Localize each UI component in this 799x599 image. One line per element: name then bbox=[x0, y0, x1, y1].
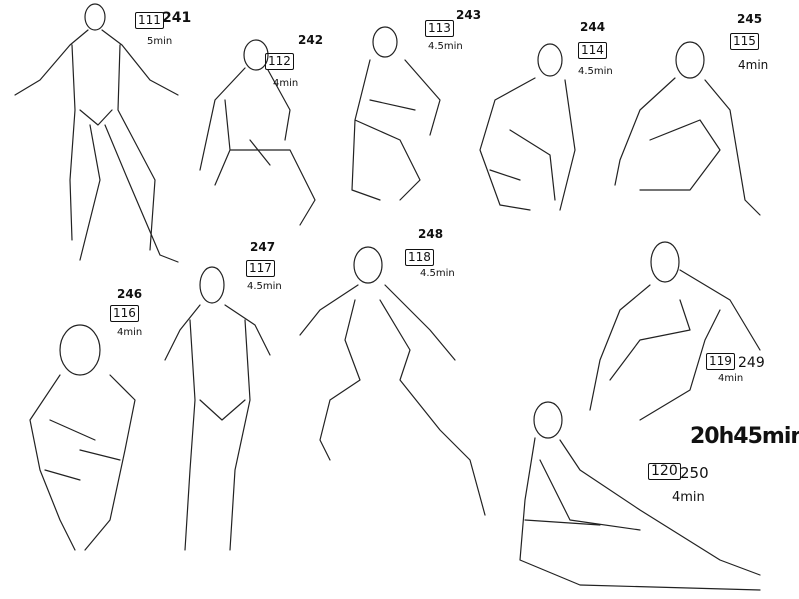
sketch-duration: 4min bbox=[273, 78, 299, 89]
sketch-index: 115 bbox=[730, 33, 759, 50]
sketch-duration: 4min bbox=[672, 490, 705, 505]
figure-242 bbox=[199, 39, 316, 226]
sketch-number: 242 bbox=[298, 33, 324, 47]
sketch-number: 248 bbox=[418, 227, 444, 241]
sketch-number: 245 bbox=[737, 12, 763, 26]
figure-249 bbox=[589, 241, 761, 421]
figure-248 bbox=[299, 246, 486, 516]
sketch-number: 247 bbox=[250, 240, 276, 254]
sketch-duration: 4.5min bbox=[420, 268, 455, 279]
sketch-number: 244 bbox=[580, 20, 606, 34]
sketch-index: 112 bbox=[265, 53, 294, 70]
figure-246 bbox=[29, 324, 136, 551]
sketch-index: 116 bbox=[110, 305, 139, 322]
sketch-index: 118 bbox=[405, 249, 434, 266]
sketch-duration: 4min bbox=[718, 373, 744, 384]
sketch-index: 111 bbox=[135, 12, 164, 29]
sketch-duration: 4.5min bbox=[428, 41, 463, 52]
figure-244 bbox=[479, 43, 576, 211]
sketch-number: 243 bbox=[456, 8, 482, 22]
sketch-number: 250 bbox=[680, 464, 709, 482]
figure-241 bbox=[14, 3, 179, 263]
sketch-index: 117 bbox=[246, 260, 275, 277]
sketch-duration: 5min bbox=[147, 36, 173, 47]
sketch-duration: 4.5min bbox=[247, 281, 282, 292]
figure-243 bbox=[351, 26, 441, 201]
sketch-index: 113 bbox=[425, 20, 454, 37]
sketch-number: 249 bbox=[738, 355, 765, 371]
sketch-duration: 4min bbox=[738, 58, 769, 72]
figure-250 bbox=[519, 401, 761, 591]
sketch-index: 119 bbox=[706, 353, 735, 370]
sketch-number: 246 bbox=[117, 287, 143, 301]
total-time: 20h45min bbox=[690, 424, 799, 449]
sketch-duration: 4.5min bbox=[578, 66, 613, 77]
figure-245 bbox=[614, 41, 761, 216]
sketch-index: 120 bbox=[648, 463, 681, 480]
sketch-duration: 4min bbox=[117, 327, 143, 338]
figure-247 bbox=[164, 266, 271, 551]
sketch-index: 114 bbox=[578, 42, 607, 59]
sketch-number: 241 bbox=[162, 10, 192, 26]
